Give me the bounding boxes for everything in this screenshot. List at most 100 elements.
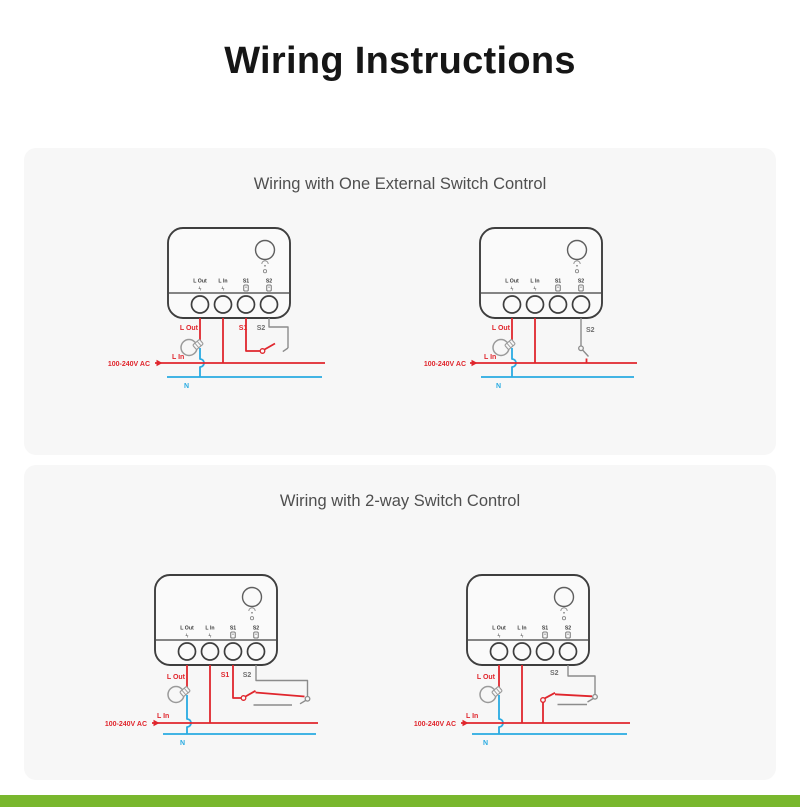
traveler-wire-top: [554, 693, 593, 698]
wifi-dot-icon: [264, 264, 266, 267]
terminal-label: L Out: [193, 279, 207, 285]
wire-label-s2: S2: [586, 327, 595, 334]
device-button: [553, 586, 575, 608]
wifi-icon: [261, 260, 269, 265]
switch-pivot-2: [592, 693, 598, 700]
lightning-icon: ϟ: [521, 634, 524, 640]
device-button: [254, 239, 276, 261]
wire-label-s1: S1: [221, 672, 230, 679]
traveler-wire-top: [255, 691, 305, 698]
switch-lever-2: [299, 699, 306, 705]
wire-label-voltage: 100-240V AC: [108, 361, 150, 368]
terminal-l-in: [512, 642, 532, 661]
wire-label-neutral: N: [184, 383, 189, 390]
device-button: [241, 586, 263, 608]
wire-label-s1: S1: [239, 325, 248, 332]
bulb-base: [192, 339, 204, 350]
wire-label-l-out: L Out: [167, 674, 186, 681]
wire-label-s2: S2: [257, 325, 266, 332]
terminal-s2: [246, 642, 266, 661]
terminal-l-out: [502, 295, 522, 314]
terminal-l-out: [177, 642, 197, 661]
switch-pivot: [578, 345, 584, 352]
s2-wire: [255, 665, 309, 697]
lightning-icon: ϟ: [199, 287, 202, 293]
live-arrow-icon: [156, 359, 163, 367]
terminal-l-in: [525, 295, 545, 314]
wire-label-neutral: N: [180, 740, 185, 747]
s1-wire: [245, 318, 260, 352]
section-one-external-switch: Wiring with One External Switch Control …: [24, 148, 776, 455]
bulb-base: [491, 686, 503, 697]
wire-label-l-in: L In: [172, 354, 184, 361]
terminal-label: S1: [243, 279, 249, 285]
page-title: Wiring Instructions: [224, 40, 576, 82]
wire-label-voltage: 100-240V AC: [414, 721, 456, 728]
light-bulb: [492, 338, 516, 357]
switch-pivot: [259, 348, 266, 354]
terminal-l-in: [213, 295, 233, 314]
terminal-label: S2: [253, 626, 259, 632]
terminal-s1: [535, 642, 555, 661]
terminal-label: L In: [205, 626, 214, 632]
switch-icon: [230, 631, 236, 639]
wifi-dot-icon: [576, 264, 578, 267]
terminal-label: S1: [555, 279, 561, 285]
device-button: [566, 239, 588, 261]
light-bulb: [479, 685, 503, 704]
terminal-label: S2: [266, 279, 272, 285]
switch-lever: [582, 349, 590, 357]
led-indicator-icon: [262, 269, 268, 274]
live-arrow-icon: [153, 719, 160, 727]
led-indicator-icon: [561, 616, 567, 621]
switch-pivot-2: [304, 695, 311, 702]
switch-icon: [266, 284, 272, 292]
bulb-base: [504, 339, 516, 350]
wire-label-s2: S2: [243, 672, 252, 679]
light-bulb: [180, 338, 204, 357]
bulb-neutral-wire: [186, 695, 192, 734]
brand-accent-bar: [0, 795, 800, 807]
terminal-label: S2: [565, 626, 571, 632]
section-header: Wiring with 2-way Switch Control: [279, 492, 521, 510]
terminal-s2: [259, 295, 279, 314]
section-header: Wiring with One External Switch Control: [253, 175, 547, 193]
lightning-icon: ϟ: [222, 287, 225, 293]
wire-label-l-in: L In: [466, 713, 478, 720]
switch-icon: [253, 631, 259, 639]
terminal-label: S1: [542, 626, 548, 632]
wifi-icon: [248, 607, 256, 612]
switch-icon: [578, 284, 584, 292]
switch-icon-dot: [580, 286, 582, 288]
terminal-s1: [548, 295, 568, 314]
terminal-l-out: [190, 295, 210, 314]
wire-label-l-in: L In: [157, 713, 169, 720]
terminal-label: L Out: [505, 279, 519, 285]
terminal-label: L Out: [180, 626, 194, 632]
switch-icon-dot: [255, 633, 257, 635]
s1-wire: [232, 665, 241, 699]
switch-icon-dot: [557, 286, 559, 288]
switch-icon: [555, 284, 561, 292]
switch-icon-dot: [268, 286, 270, 288]
terminal-label: L Out: [492, 626, 506, 632]
switch-icon-dot: [567, 633, 569, 635]
wifi-dot-icon: [563, 611, 565, 614]
wire-label-neutral: N: [496, 383, 501, 390]
wire-label-l-out: L Out: [180, 325, 199, 332]
switch-pivot: [540, 697, 546, 703]
terminal-s1: [236, 295, 256, 314]
led-indicator-icon: [249, 616, 255, 621]
wifi-dot-icon: [251, 611, 253, 614]
switch-icon-dot: [544, 633, 546, 635]
lightning-icon: ϟ: [498, 634, 501, 640]
switch-lever-2: [587, 697, 594, 703]
